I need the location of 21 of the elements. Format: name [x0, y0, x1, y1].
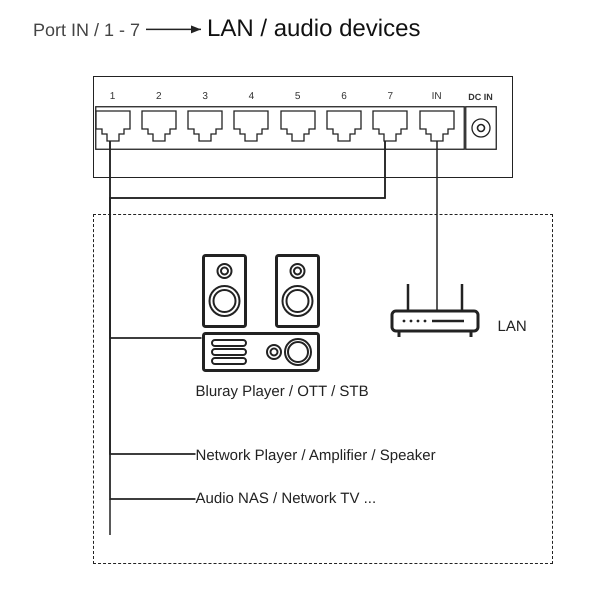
- device-area: [93, 214, 553, 564]
- heading-text: Port IN / 1 - 7: [33, 20, 140, 42]
- network-switch: [93, 76, 513, 178]
- cable-line: [436, 142, 438, 312]
- device-label: Bluray Player / OTT / STB: [196, 382, 369, 400]
- heading-text: LAN / audio devices: [207, 15, 420, 44]
- arrow: [146, 25, 201, 34]
- port-label: 1: [108, 90, 116, 104]
- speaker-system-icon: [202, 254, 320, 372]
- port-label: IN: [430, 90, 443, 104]
- router-icon: [390, 282, 480, 338]
- port-label: 3: [201, 90, 209, 104]
- port-label: 5: [294, 90, 302, 104]
- port-label: 2: [155, 90, 163, 104]
- device-label: Audio NAS / Network TV ...: [196, 490, 376, 508]
- device-label: Network Player / Amplifier / Speaker: [196, 446, 436, 464]
- port-label: 4: [248, 90, 256, 104]
- device-label: LAN: [498, 318, 527, 336]
- port-label: DC IN: [467, 90, 494, 104]
- port-label: 7: [386, 90, 394, 104]
- port-label: 6: [340, 90, 348, 104]
